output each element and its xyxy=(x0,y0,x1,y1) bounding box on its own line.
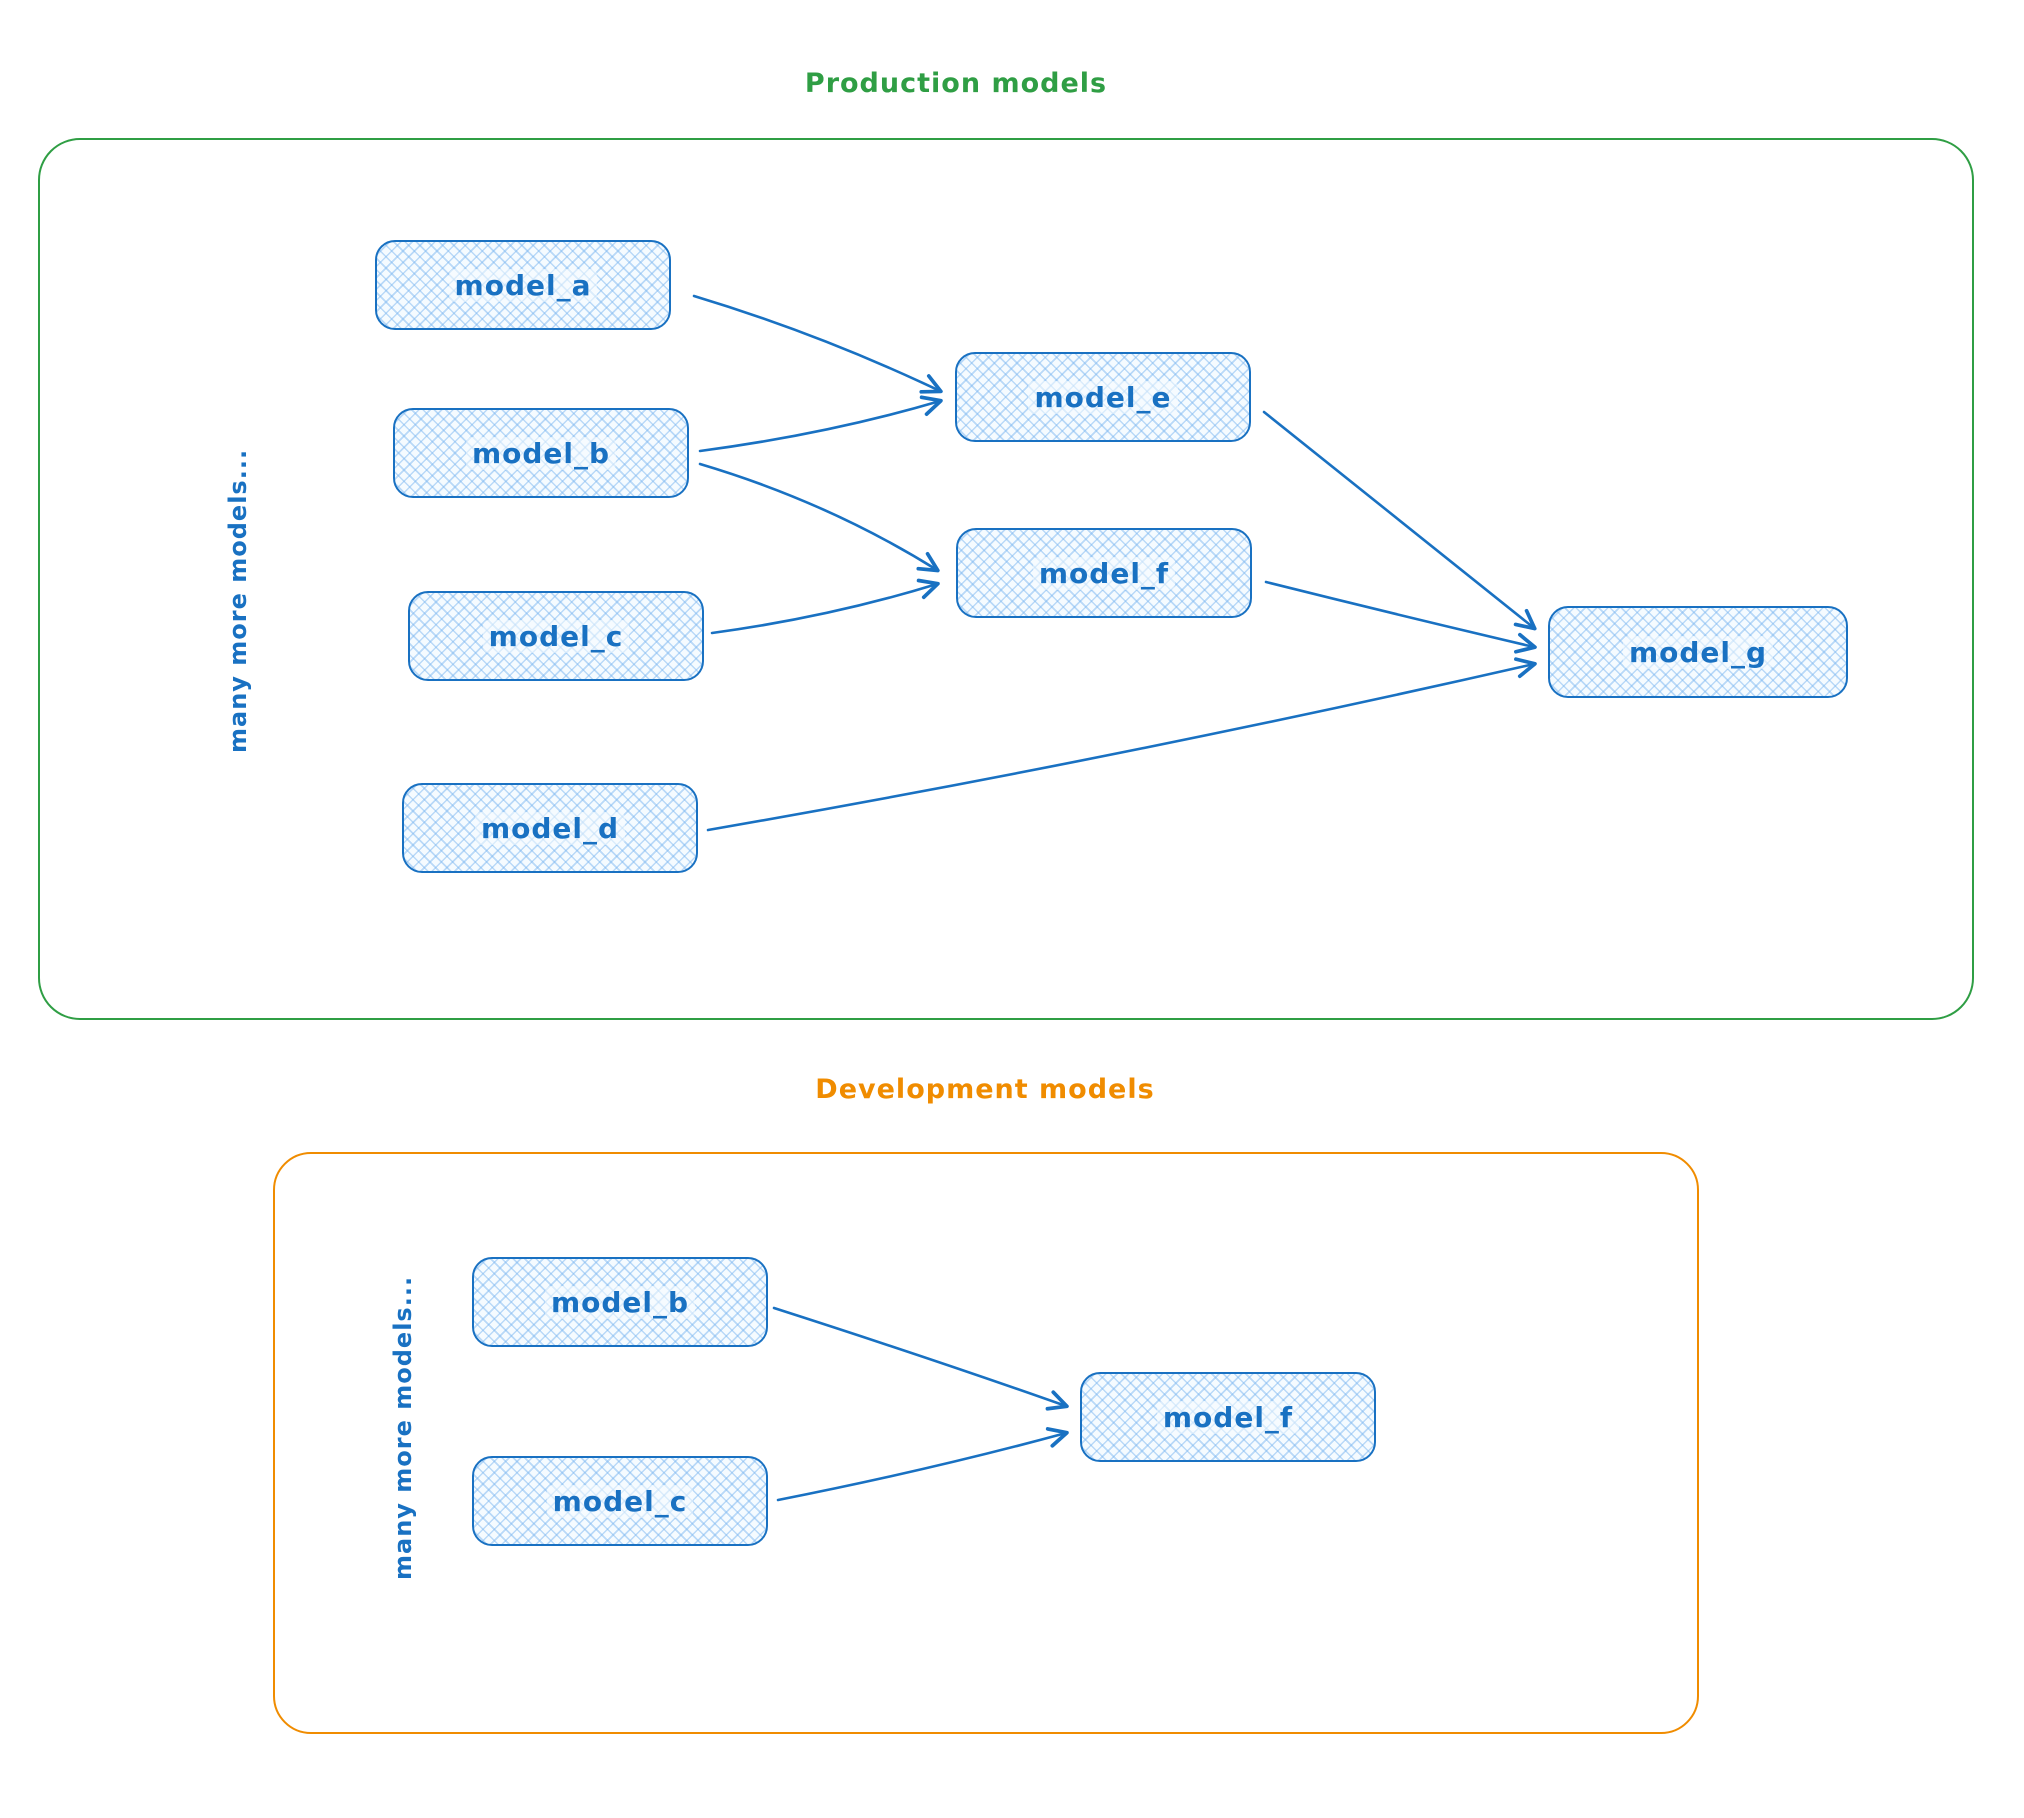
arrow-production-model-f-to-model-g[interactable] xyxy=(1264,580,1537,654)
arrow-production-model-a-to-model-e[interactable] xyxy=(692,294,943,394)
node-development-model-f[interactable]: model_f xyxy=(1080,1372,1376,1462)
arrow-development-model-c-to-model-f[interactable] xyxy=(776,1427,1069,1502)
node-label: model_c xyxy=(482,619,630,653)
arrow-production-model-d-to-model-g[interactable] xyxy=(706,657,1537,832)
node-label: model_f xyxy=(1156,1400,1300,1434)
production-side-label: many more models... xyxy=(224,448,252,753)
node-production-model-b[interactable]: model_b xyxy=(393,408,689,498)
node-production-model-c[interactable]: model_c xyxy=(408,591,704,681)
development-section-title: Development models xyxy=(815,1074,1155,1105)
node-development-model-b[interactable]: model_b xyxy=(472,1257,768,1347)
node-label: model_b xyxy=(544,1285,696,1319)
node-label: model_f xyxy=(1032,556,1176,590)
node-label: model_a xyxy=(448,268,598,302)
node-label: model_b xyxy=(465,436,617,470)
node-development-model-c[interactable]: model_c xyxy=(472,1456,768,1546)
node-production-model-a[interactable]: model_a xyxy=(375,240,671,330)
node-production-model-g[interactable]: model_g xyxy=(1548,606,1848,698)
node-label: model_e xyxy=(1028,380,1178,414)
arrow-production-model-e-to-model-g[interactable] xyxy=(1262,410,1537,631)
production-frame[interactable] xyxy=(38,138,1974,1020)
development-frame[interactable] xyxy=(273,1152,1699,1734)
node-production-model-f[interactable]: model_f xyxy=(956,528,1252,618)
node-label: model_g xyxy=(1622,635,1774,669)
arrow-production-model-b-to-model-f[interactable] xyxy=(698,462,940,573)
development-side-label: many more models... xyxy=(389,1275,417,1580)
arrow-production-model-b-to-model-e[interactable] xyxy=(698,395,943,453)
arrow-production-model-c-to-model-f[interactable] xyxy=(710,578,940,635)
node-production-model-e[interactable]: model_e xyxy=(955,352,1251,442)
node-production-model-d[interactable]: model_d xyxy=(402,783,698,873)
production-section-title: Production models xyxy=(804,68,1108,99)
arrow-development-model-b-to-model-f[interactable] xyxy=(772,1306,1069,1411)
node-label: model_c xyxy=(546,1484,694,1518)
node-label: model_d xyxy=(474,811,626,845)
